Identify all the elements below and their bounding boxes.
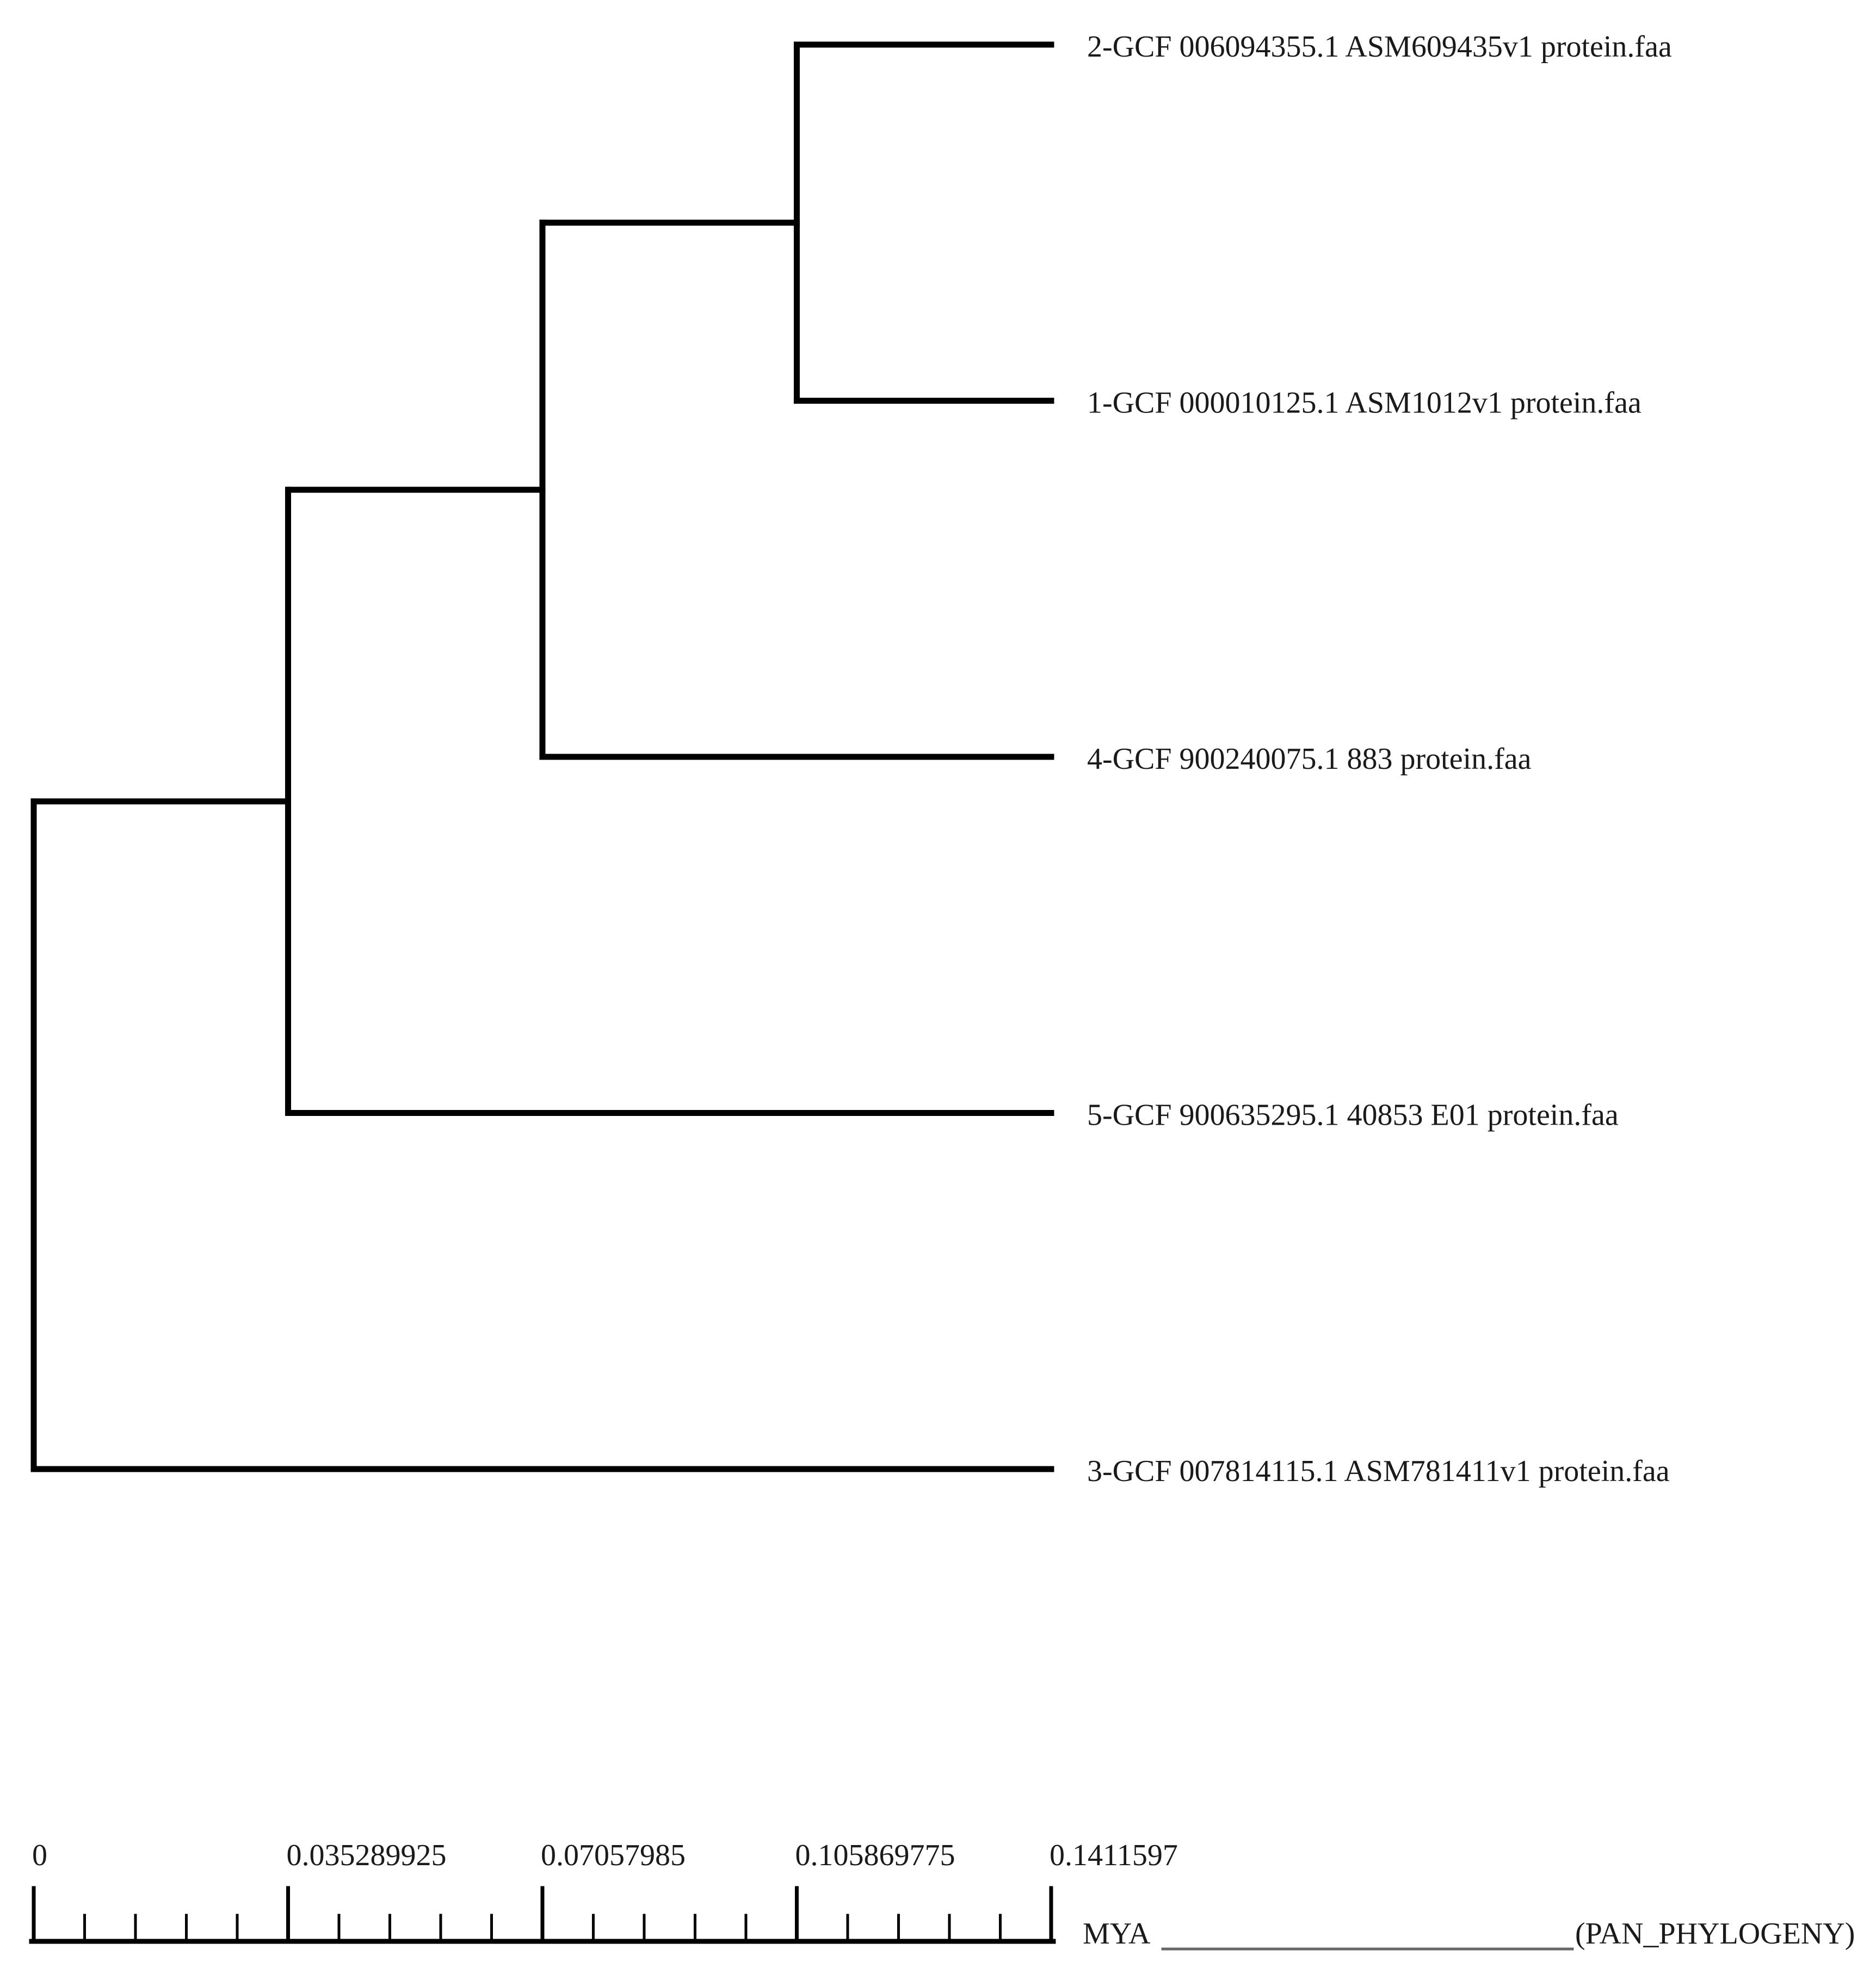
scale-tick-label: 0 — [32, 1839, 47, 1872]
scale-tick-label: 0.035289925 — [286, 1839, 446, 1872]
axis-unit-label: MYA — [1083, 1917, 1151, 1951]
leaf-label: 4-GCF 900240075.1 883 protein.faa — [1087, 742, 1532, 776]
scale-tick-label: 0.1411597 — [1050, 1839, 1178, 1872]
leaf-label: 1-GCF 000010125.1 ASM1012v1 protein.faa — [1087, 386, 1642, 420]
leaf-label: 3-GCF 007814115.1 ASM781411v1 protein.fa… — [1087, 1454, 1670, 1488]
scale-tick-label: 0.105869775 — [795, 1839, 955, 1872]
axis-annotation-label: (PAN_PHYLOGENY) — [1575, 1917, 1855, 1951]
leaf-label: 2-GCF 006094355.1 ASM609435v1 protein.fa… — [1087, 30, 1672, 64]
scale-tick-label: 0.07057985 — [541, 1839, 686, 1872]
leaf-label: 5-GCF 900635295.1 40853 E01 protein.faa — [1087, 1099, 1619, 1132]
